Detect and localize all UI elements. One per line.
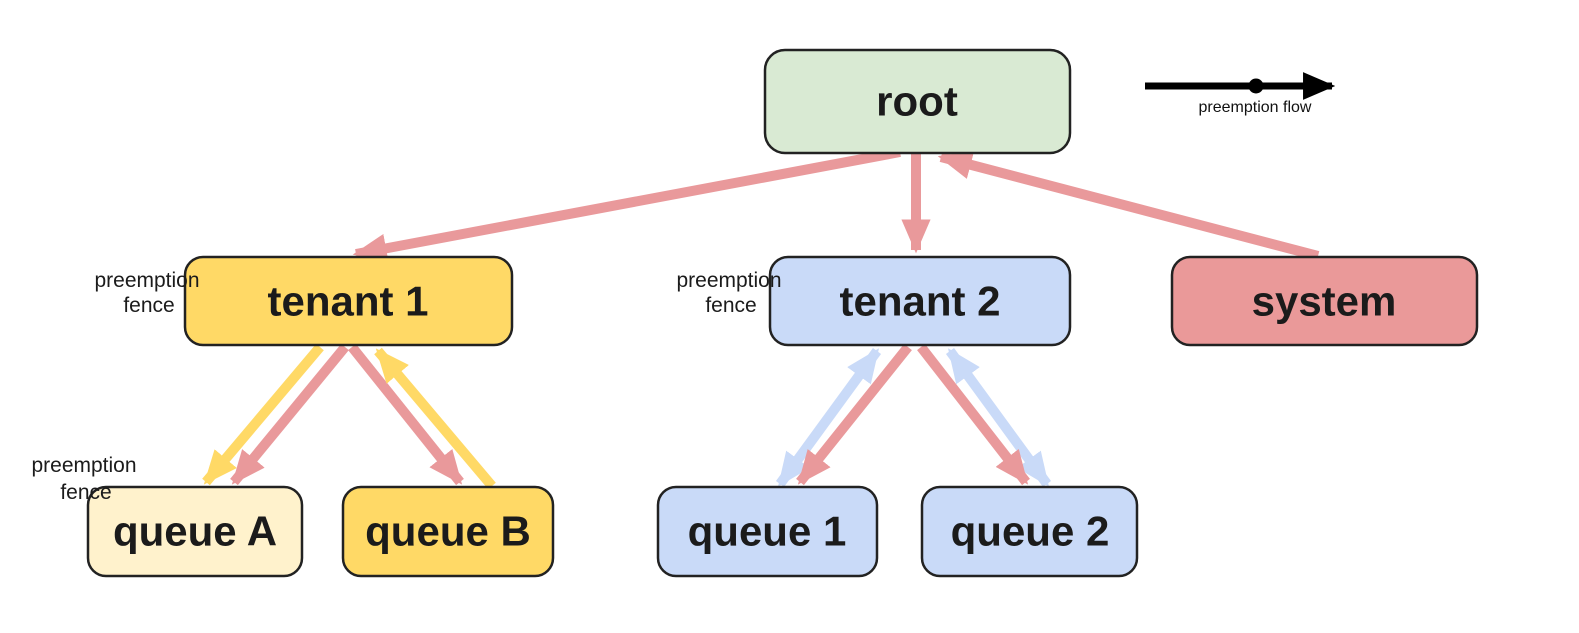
fence-label-queue-a: preemption fence: [31, 454, 136, 504]
node-queue-a-label: queue A: [113, 508, 277, 555]
fence-tenant2-line1: preemption: [676, 269, 781, 292]
node-system-label: system: [1252, 278, 1397, 325]
fence-tenant2-line2: fence: [705, 294, 756, 317]
node-tenant1-label: tenant 1: [267, 278, 428, 325]
arrow-tenant2-queue2-blue-bidir: [945, 348, 1052, 487]
node-tenant2-box: [768, 255, 1072, 347]
nodes-layer: root tenant 1 tenant 2 system queue A qu…: [86, 48, 1479, 578]
arrow-tenant2-to-queue1-preempt: [796, 343, 912, 486]
node-tenant1-box: [183, 255, 514, 347]
node-tenant2: tenant 2: [768, 255, 1072, 347]
arrow-tenant1-to-queueA-yellow: [202, 343, 324, 486]
legend-dot: [1248, 78, 1264, 94]
node-queue-a: queue A: [86, 485, 304, 578]
node-root: root: [763, 48, 1072, 155]
node-queue-1-box: [656, 485, 879, 578]
node-system-box: [1170, 255, 1479, 347]
node-queue-a-box: [86, 485, 304, 578]
legend: preemption flow: [1145, 72, 1336, 116]
arrows-layer: [202, 147, 1320, 490]
arrow-system-to-root: [937, 150, 1320, 261]
arrow-tenant1-to-queueB-preempt: [348, 343, 464, 486]
node-queue-2-label: queue 2: [951, 508, 1110, 555]
arrow-tenant1-to-queueA-preempt: [230, 343, 349, 486]
fence-label-tenant2: preemption fence: [676, 269, 781, 317]
node-queue-2-box: [920, 485, 1139, 578]
node-queue-1: queue 1: [656, 485, 879, 578]
arrow-tenant2-to-queue2-preempt: [917, 343, 1030, 486]
node-queue-b-box: [341, 485, 555, 578]
fence-tenant1-line1: preemption: [94, 269, 199, 292]
node-queue-2: queue 2: [920, 485, 1139, 578]
fence-label-tenant1: preemption fence: [94, 269, 199, 317]
arrow-tenant2-queue1-blue-bidir: [775, 348, 882, 487]
node-system: system: [1170, 255, 1479, 347]
node-tenant2-label: tenant 2: [839, 278, 1000, 325]
node-queue-b: queue B: [341, 485, 555, 578]
node-root-label: root: [876, 78, 958, 125]
fence-queue-a-line1: preemption: [31, 454, 136, 477]
fence-tenant1-line2: fence: [123, 294, 174, 317]
arrow-queueB-to-tenant1-yellow: [374, 347, 496, 490]
node-queue-b-label: queue B: [365, 508, 531, 555]
fence-queue-a-line2: fence: [60, 481, 111, 504]
node-queue-1-label: queue 1: [688, 508, 847, 555]
arrow-root-to-tenant1: [352, 147, 901, 263]
node-root-box: [763, 48, 1072, 155]
node-tenant1: tenant 1: [183, 255, 514, 347]
legend-label: preemption flow: [1199, 99, 1312, 116]
